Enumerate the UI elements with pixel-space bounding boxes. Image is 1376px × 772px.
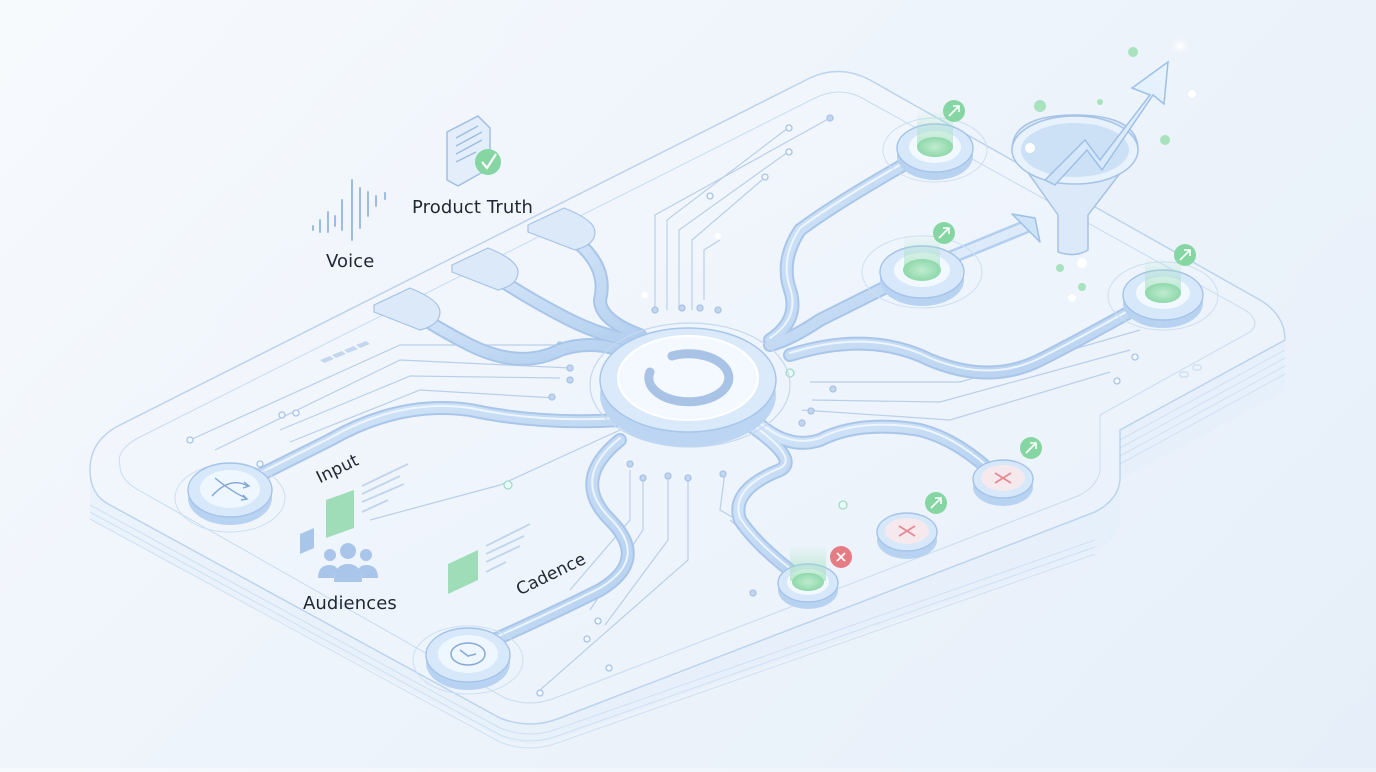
output-node-bottom[interactable]: [777, 545, 839, 609]
tray-2: [451, 247, 519, 291]
audiences-label: Audiences: [303, 593, 397, 614]
badges: [830, 100, 1196, 568]
trace-endpoints: [186, 114, 1139, 697]
cadence-node[interactable]: [412, 625, 524, 695]
input-node[interactable]: [174, 462, 286, 533]
pipes: [223, 143, 1167, 662]
input-cards: [300, 463, 531, 594]
central-hub: [589, 322, 791, 448]
sparkles: [642, 38, 1196, 302]
users-icon: [318, 543, 378, 582]
trend-up-icon: [1174, 244, 1196, 266]
output-node-mid[interactable]: [861, 235, 983, 309]
rejected-node-1[interactable]: [876, 512, 938, 559]
trend-up-arrow-icon: [1043, 60, 1169, 186]
output-node-right[interactable]: [1107, 258, 1219, 331]
clock-icon: [450, 642, 486, 666]
close-icon: [898, 525, 916, 537]
voice-label: Voice: [326, 251, 375, 272]
trend-up-icon: [933, 222, 955, 244]
input-trays: [373, 207, 596, 331]
close-icon: [830, 546, 852, 568]
trend-up-icon: [1020, 437, 1042, 459]
loading-ring-icon: [644, 349, 734, 407]
output-node-top[interactable]: [882, 110, 988, 183]
tray-1: [373, 287, 441, 331]
trend-up-icon: [943, 100, 965, 122]
waveform-icon: [312, 179, 386, 241]
shuffle-icon: [211, 477, 251, 501]
close-icon: [994, 472, 1012, 484]
product-truth-label: Product Truth: [412, 197, 533, 218]
tray-3: [527, 207, 596, 251]
trend-up-icon: [925, 492, 947, 514]
rejected-node-2[interactable]: [972, 459, 1034, 506]
circuit-traces: [189, 117, 1141, 691]
hatch-marks: [320, 341, 1202, 378]
document-check-icon: [446, 115, 501, 187]
